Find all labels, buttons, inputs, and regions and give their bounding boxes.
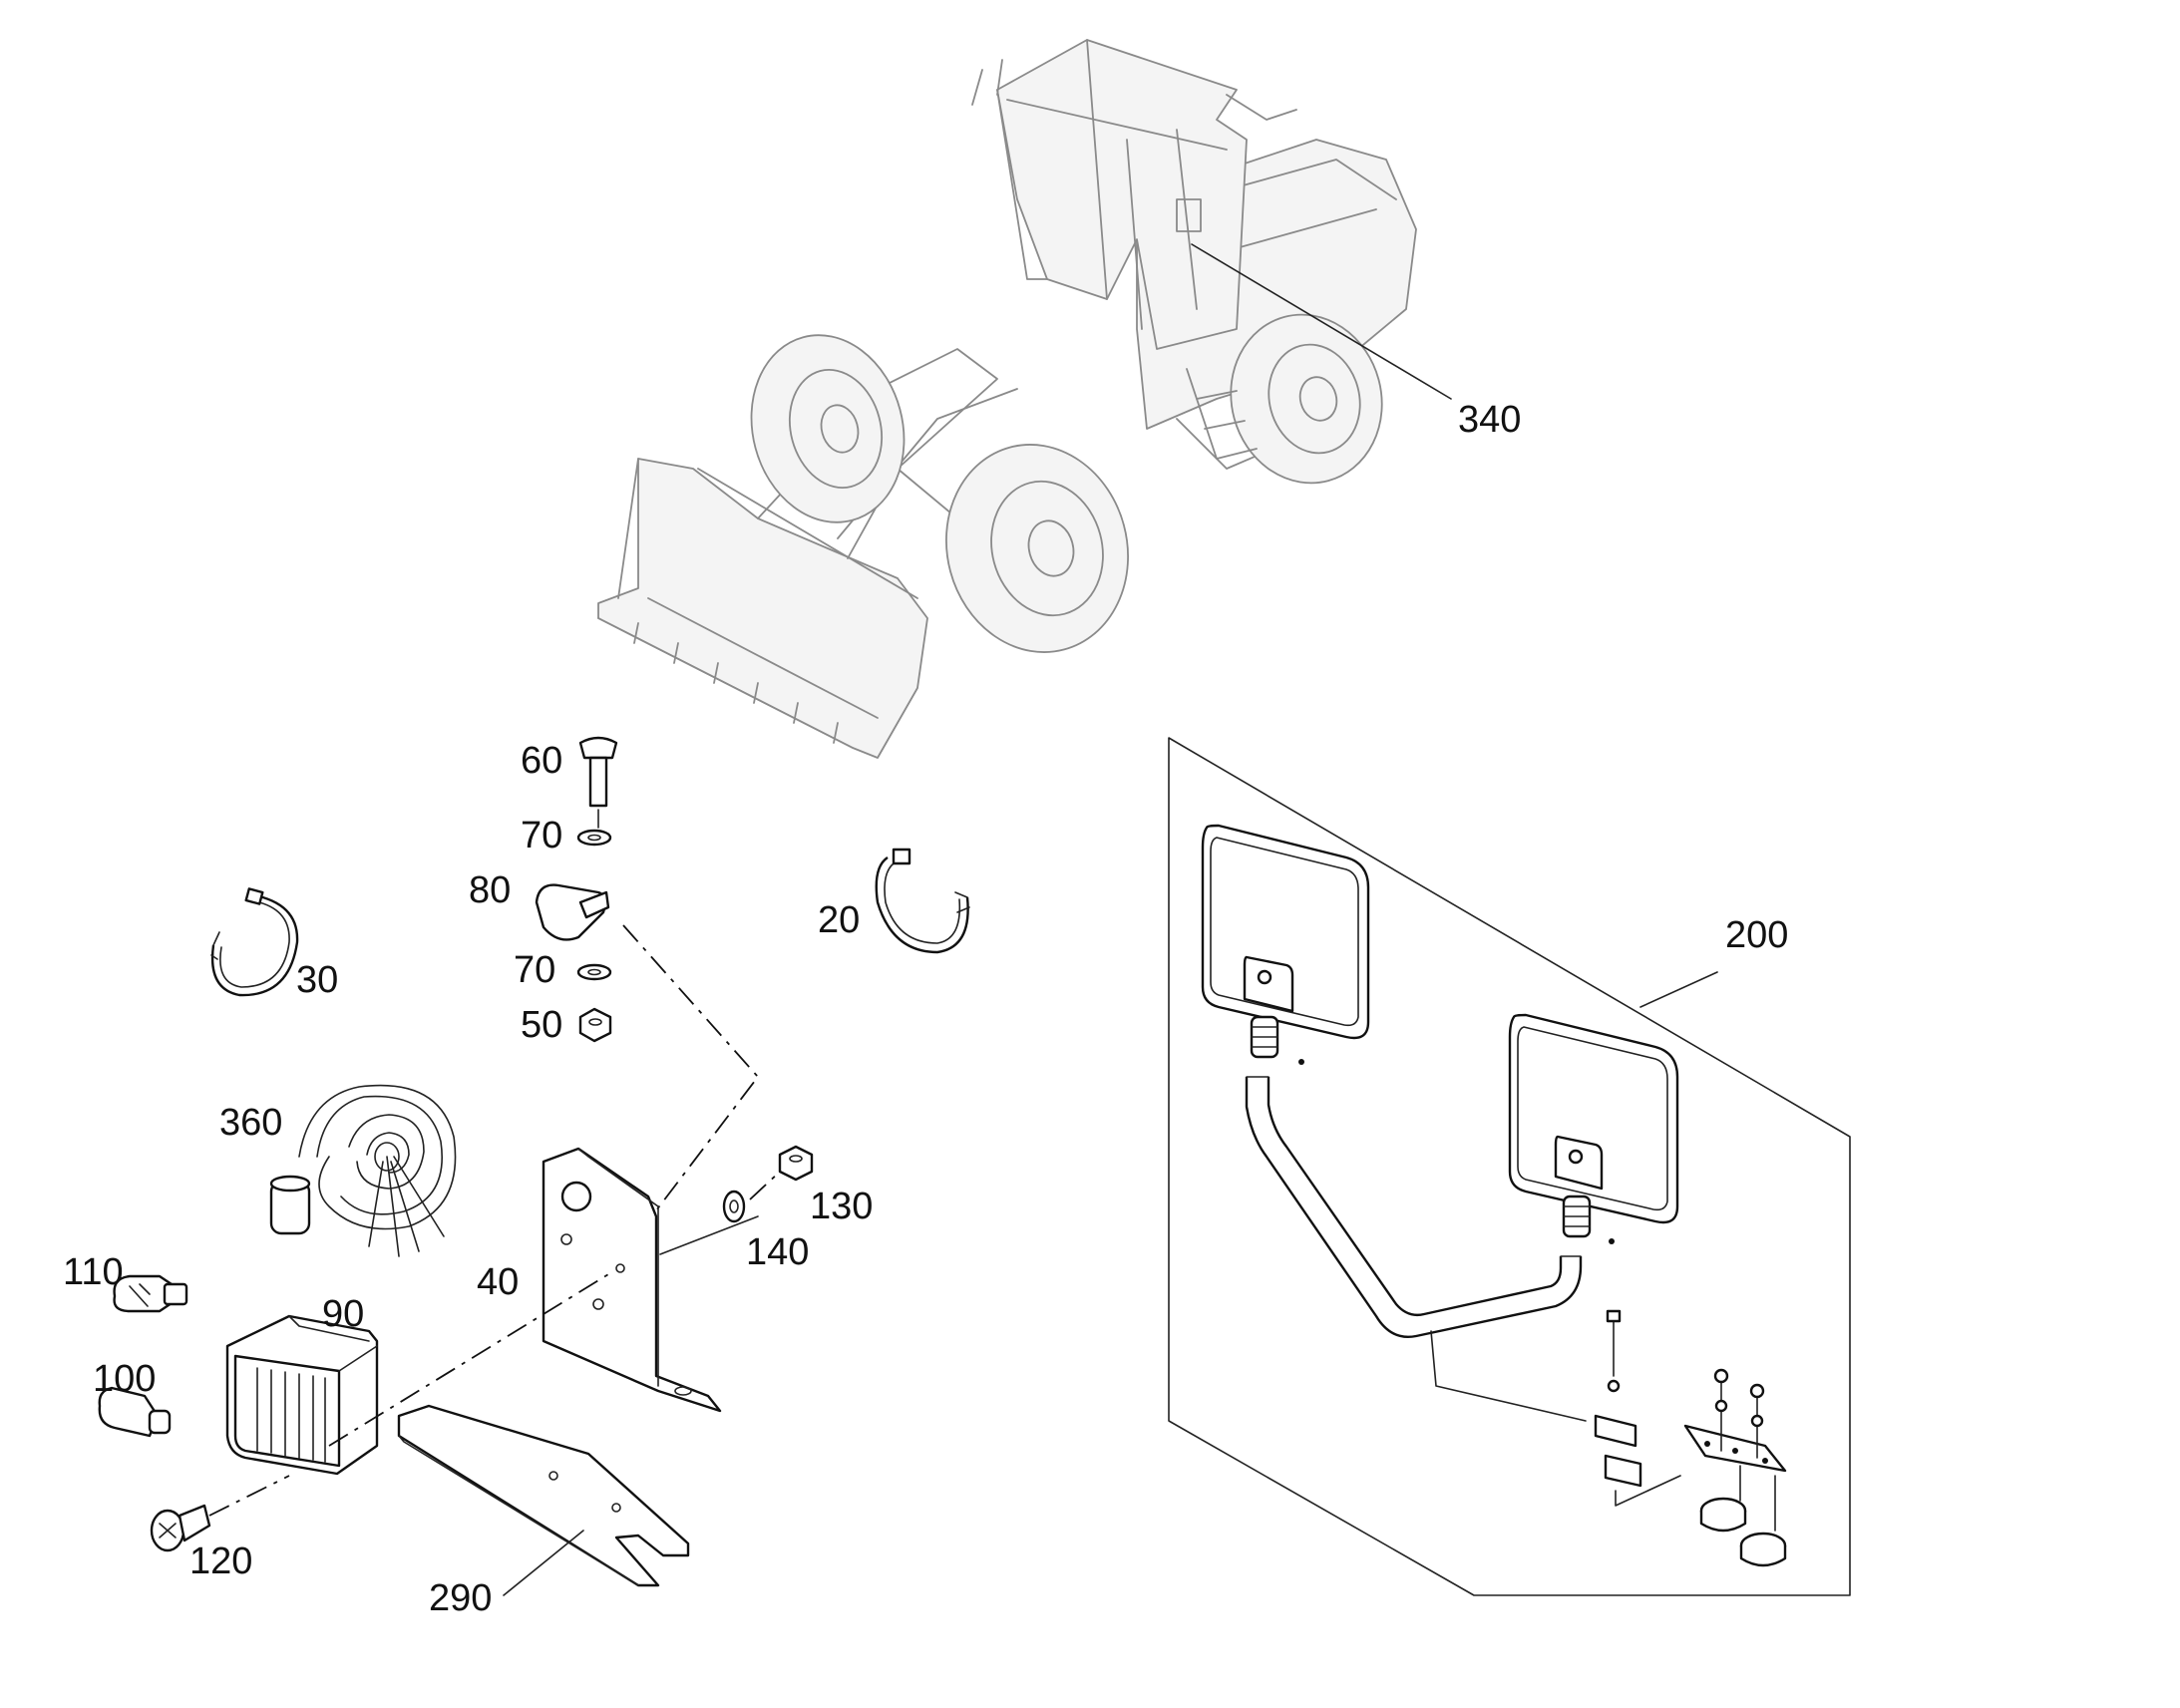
work-lamp-icon: [225, 1314, 379, 1476]
nut-washer-icon: [722, 1145, 814, 1223]
callout-360: 360: [219, 1102, 282, 1144]
cable-tie-icon-30: [210, 887, 299, 997]
callout-50: 50: [521, 1004, 562, 1046]
leader-screw: [208, 1475, 290, 1517]
bolt-stack-icon: [535, 736, 618, 1043]
leader-lamp: [328, 1270, 614, 1447]
callout-200: 200: [1725, 914, 1788, 956]
callout-40: 40: [477, 1261, 519, 1303]
callout-30: 30: [296, 959, 338, 1001]
callout-110: 110: [63, 1251, 124, 1293]
leader-plate: [503, 1530, 584, 1596]
screw-icon-120: [150, 1504, 211, 1552]
leader-200: [1639, 971, 1718, 1008]
callout-20: 20: [818, 899, 860, 941]
leader-340: [1191, 243, 1452, 400]
leader-nut: [749, 1171, 781, 1200]
leader-bracket: [659, 1215, 759, 1255]
cable-harness-icon: [269, 1084, 457, 1257]
bulb-icon-100: [98, 1386, 172, 1438]
mirror-assembly-icon: [1201, 824, 1787, 1567]
mirror-assembly-frame: [1168, 737, 1851, 1596]
callout-80: 80: [469, 869, 511, 911]
callout-90: 90: [322, 1293, 364, 1335]
callout-100: 100: [93, 1358, 156, 1400]
callout-120: 120: [189, 1540, 252, 1582]
leader-stack-to-bracket: [622, 924, 760, 1215]
callout-60: 60: [521, 740, 562, 782]
cable-tie-icon-20: [875, 848, 970, 954]
mounting-bracket-icon: [542, 1147, 722, 1413]
callout-340: 340: [1458, 399, 1521, 441]
mounting-plate-icon: [397, 1404, 690, 1587]
callout-140: 140: [746, 1231, 809, 1273]
callout-290: 290: [429, 1577, 492, 1619]
callout-70-lower: 70: [514, 949, 555, 991]
wheel-loader-icon: [597, 39, 1417, 759]
callout-130: 130: [810, 1186, 873, 1227]
bulb-icon-110: [113, 1274, 188, 1313]
callout-70-upper: 70: [521, 815, 562, 856]
